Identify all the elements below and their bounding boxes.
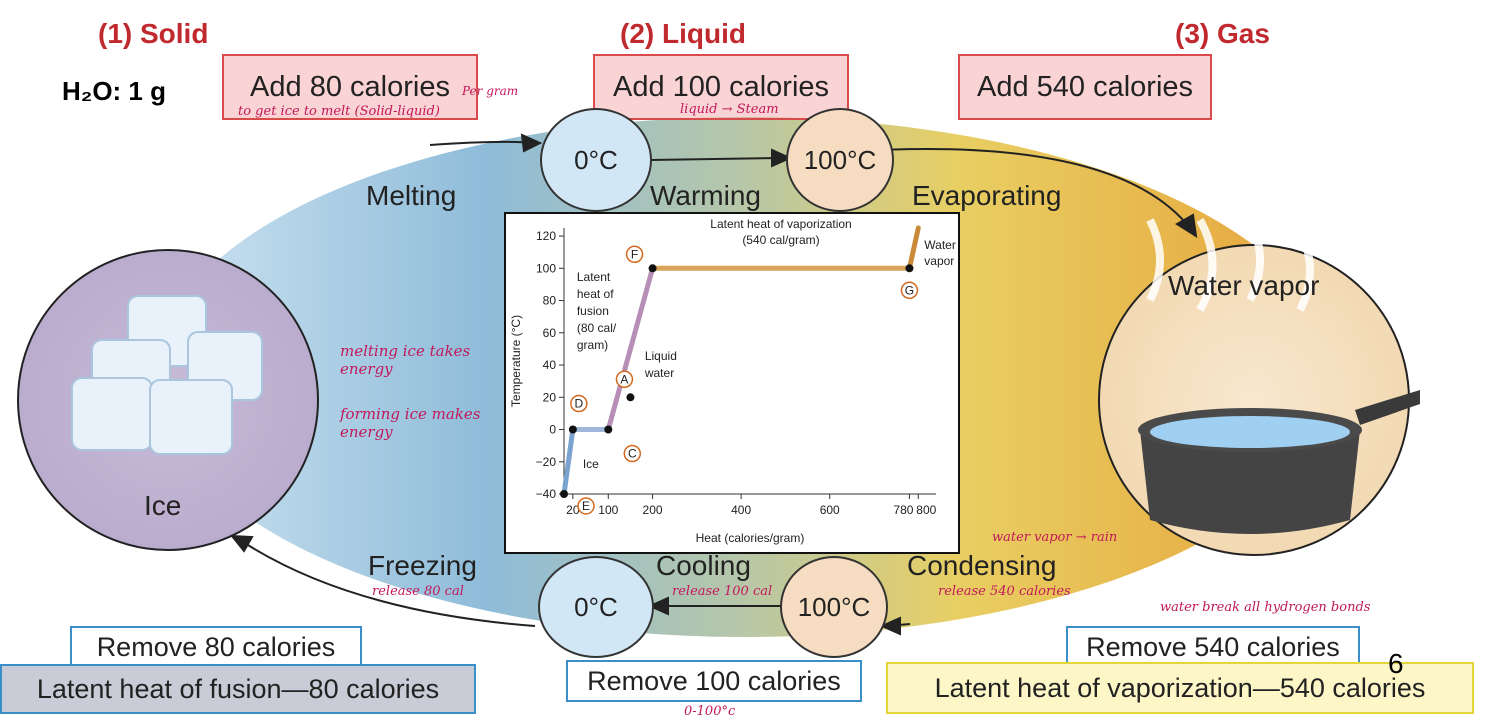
- point-label: G: [905, 283, 914, 297]
- water-vapor-label: Water vapor: [1168, 270, 1320, 301]
- x-tick-label: 200: [643, 503, 663, 517]
- freezing-label: Freezing: [368, 550, 477, 581]
- vapor-annotation: Water: [924, 238, 956, 252]
- note-vapor-rain: water vapor → rain: [992, 530, 1118, 545]
- evaporating-label: Evaporating: [912, 180, 1062, 211]
- add-100-box: Add 100 calories: [593, 54, 849, 120]
- y-tick-label: 0: [549, 423, 556, 437]
- vapor-annotation: vapor: [924, 254, 954, 268]
- x-tick-label: 20: [566, 503, 580, 517]
- curve-segment: [605, 265, 656, 433]
- note-range: 0-100°c: [684, 704, 736, 719]
- cooling-label: Cooling: [656, 550, 751, 581]
- point-marker-circle: [900, 281, 919, 300]
- temp-circle-100c-top: 100°C: [786, 108, 894, 212]
- point-label: C: [628, 447, 637, 461]
- boiling-pot-illustration: [1138, 218, 1420, 534]
- y-tick-label: −40: [536, 487, 557, 501]
- y-tick-label: −20: [536, 455, 557, 469]
- fusion-annotation: fusion: [577, 304, 609, 318]
- latent-fusion-box: Latent heat of fusion—80 calories: [0, 664, 476, 714]
- data-point: [648, 264, 657, 273]
- y-tick-label: 40: [543, 358, 557, 372]
- vaporization-annotation: Latent heat of vaporization: [710, 217, 851, 231]
- point-marker-circle: [615, 370, 634, 389]
- point-label: F: [631, 247, 638, 261]
- y-tick-label: 20: [543, 390, 557, 404]
- point-marker-circle: [625, 245, 644, 264]
- temp-circle-0c-top: 0°C: [540, 108, 652, 212]
- data-point: [905, 264, 914, 273]
- data-point: [560, 490, 568, 498]
- point-label: D: [575, 397, 584, 411]
- point-label: E: [582, 499, 590, 513]
- condensing-label: Condensing: [907, 550, 1057, 581]
- note-release-540: release 540 calories: [938, 584, 1071, 599]
- vaporization-annotation: (540 cal/gram): [742, 233, 819, 247]
- note-liquid-steam: liquid → Steam: [680, 102, 779, 117]
- ice-cubes-illustration: [71, 295, 263, 455]
- point-marker-circle: [623, 444, 642, 463]
- temp-circle-0c-bottom: 0°C: [538, 556, 654, 658]
- liquid-annotation: Liquid: [645, 349, 677, 363]
- melting-label: Melting: [366, 180, 457, 211]
- remove-80-box: Remove 80 calories: [70, 626, 362, 668]
- x-tick-label: 100: [598, 503, 618, 517]
- h2o-mass-label: H₂O: 1 g: [62, 76, 166, 106]
- remove-540-box: Remove 540 calories: [1066, 626, 1360, 668]
- add-80-box: Add 80 calories: [222, 54, 478, 120]
- point-marker-circle: [577, 497, 595, 515]
- add-540-box: Add 540 calories: [958, 54, 1212, 120]
- x-tick-label: 800: [916, 503, 936, 517]
- fusion-annotation: heat of: [577, 287, 614, 301]
- note-ice-melt: to get ice to melt (Solid-liquid): [238, 104, 440, 119]
- liquid-annotation: water: [644, 366, 674, 380]
- note-forming-makes: forming ice makes energy: [340, 405, 481, 441]
- y-tick-label: 80: [543, 294, 557, 308]
- note-melting-takes: melting ice takes energy: [340, 342, 471, 378]
- fusion-annotation: (80 cal/: [577, 321, 617, 335]
- note-release-80: release 80 cal: [372, 584, 464, 599]
- point-marker-circle: [570, 394, 588, 413]
- data-point: [626, 393, 635, 402]
- data-point: [568, 425, 577, 434]
- fusion-annotation: gram): [577, 338, 608, 352]
- note-break-bonds: water break all hydrogen bonds: [1160, 600, 1371, 615]
- y-tick-label: 120: [536, 229, 556, 243]
- y-tick-label: 60: [543, 326, 557, 340]
- fusion-annotation: Latent: [577, 270, 611, 284]
- cycle-arrows: [229, 133, 1198, 636]
- curve-segment: [561, 427, 576, 497]
- latent-vaporization-box: Latent heat of vaporization—540 calories: [886, 662, 1474, 714]
- temp-circle-100c-bottom: 100°C: [780, 556, 888, 658]
- phase-liquid-heading: (2) Liquid: [620, 18, 746, 49]
- point-label: A: [620, 372, 628, 386]
- data-point: [604, 425, 613, 434]
- x-tick-label: 400: [731, 503, 751, 517]
- page-number: 6: [1388, 648, 1404, 679]
- note-per-gram: Per gram: [462, 84, 519, 98]
- ice-label: Ice: [144, 490, 182, 521]
- x-tick-label: 780: [893, 503, 913, 517]
- y-axis-label: Temperature (°C): [509, 315, 523, 407]
- x-axis-label: Heat (calories/gram): [696, 531, 805, 545]
- warming-label: Warming: [650, 180, 761, 211]
- note-release-100: release 100 cal: [672, 584, 773, 599]
- y-tick-label: 100: [536, 261, 556, 275]
- phase-gas-heading: (3) Gas: [1175, 18, 1270, 49]
- phase-solid-heading: (1) Solid: [98, 18, 209, 49]
- curve-segment: [906, 225, 921, 271]
- ice-annotation: Ice: [583, 457, 599, 471]
- remove-100-box: Remove 100 calories: [566, 660, 862, 702]
- x-tick-label: 600: [820, 503, 840, 517]
